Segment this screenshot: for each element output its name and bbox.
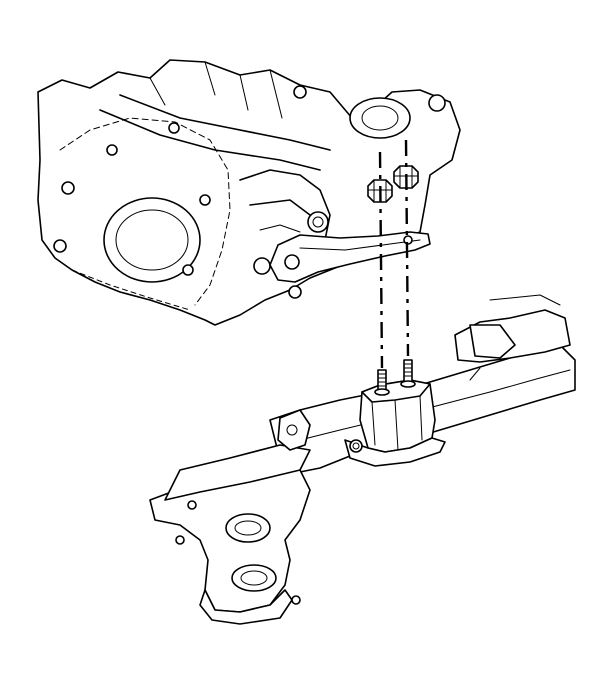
transaxle-housing-outline [37, 59, 461, 326]
bell-housing-opening [103, 197, 201, 283]
housing-bolt-icon [253, 257, 271, 275]
axle-seal-flange [349, 97, 411, 139]
transaxle-housing [37, 59, 461, 326]
threaded-stud-left [374, 369, 390, 396]
transaxle-mount [344, 359, 446, 467]
mount-studs [374, 359, 416, 396]
alignment-line-right [404, 139, 410, 357]
cradle-hole-lower [231, 564, 277, 592]
mount-bracket [269, 231, 431, 283]
cradle-hole-upper [225, 513, 271, 543]
alignment-lines [378, 139, 410, 369]
threaded-stud-right [400, 359, 416, 388]
alignment-line-left [378, 151, 384, 369]
